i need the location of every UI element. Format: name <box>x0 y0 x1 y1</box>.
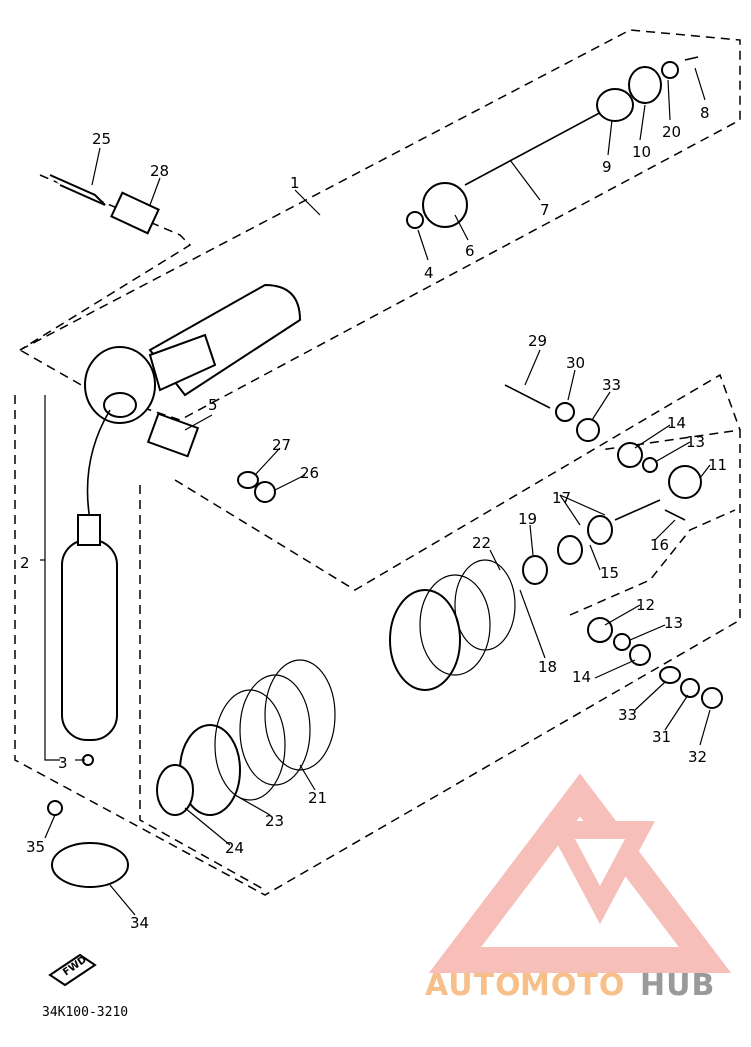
watermark-brand-moto: MOTO <box>520 968 625 1003</box>
part-label-30: 30 <box>566 354 585 372</box>
part-label-26: 26 <box>300 464 319 482</box>
part-label-15: 15 <box>600 564 619 582</box>
part-label-13b: 13 <box>664 614 683 632</box>
part-label-13a: 13 <box>686 433 705 451</box>
part-label-25: 25 <box>92 130 111 148</box>
part-label-33a: 33 <box>602 376 621 394</box>
part-label-11: 11 <box>708 456 727 474</box>
shock-absorber <box>84 228 411 424</box>
part-label-32: 32 <box>688 748 707 766</box>
part-label-33b: 33 <box>618 706 637 724</box>
part-label-22: 22 <box>472 534 491 552</box>
part-label-1: 1 <box>290 174 300 192</box>
part-label-31: 31 <box>652 728 671 746</box>
part-label-29: 29 <box>528 332 547 350</box>
part-labels: 1 2 3 4 5 6 7 8 9 10 11 12 13 13 14 14 1… <box>20 104 727 932</box>
watermark-logo <box>428 773 732 973</box>
part-label-14b: 14 <box>572 668 591 686</box>
part-label-17: 17 <box>552 489 571 507</box>
part-label-28: 28 <box>150 162 169 180</box>
part-label-21: 21 <box>308 789 327 807</box>
part-label-2: 2 <box>20 554 30 572</box>
watermark-text: AUTO MOTO HUB <box>425 968 715 1003</box>
watermark-brand-auto: AUTO <box>425 968 522 1003</box>
part-label-20: 20 <box>662 123 681 141</box>
part-label-7: 7 <box>540 201 550 219</box>
reservoir-tank <box>61 409 118 766</box>
springs <box>156 559 516 816</box>
part-label-18: 18 <box>538 658 557 676</box>
part-label-27: 27 <box>272 436 291 454</box>
part-label-8: 8 <box>700 104 710 122</box>
diagram-code: 34K100-3210 <box>42 1005 128 1020</box>
part-label-19: 19 <box>518 510 537 528</box>
part-label-24: 24 <box>225 839 244 857</box>
part-label-6: 6 <box>465 242 475 260</box>
part-label-10: 10 <box>632 143 651 161</box>
part-label-4: 4 <box>424 264 434 282</box>
part-label-16: 16 <box>650 536 669 554</box>
part-label-23: 23 <box>265 812 284 830</box>
part-label-35: 35 <box>26 838 45 856</box>
part-label-12: 12 <box>636 596 655 614</box>
part-label-14a: 14 <box>667 414 686 432</box>
part-label-3: 3 <box>58 754 68 772</box>
part-label-9: 9 <box>602 158 612 176</box>
leader-lines <box>40 67 711 916</box>
part-label-5: 5 <box>208 396 218 414</box>
part-label-34: 34 <box>130 914 149 932</box>
watermark-brand-hub: HUB <box>640 968 715 1003</box>
